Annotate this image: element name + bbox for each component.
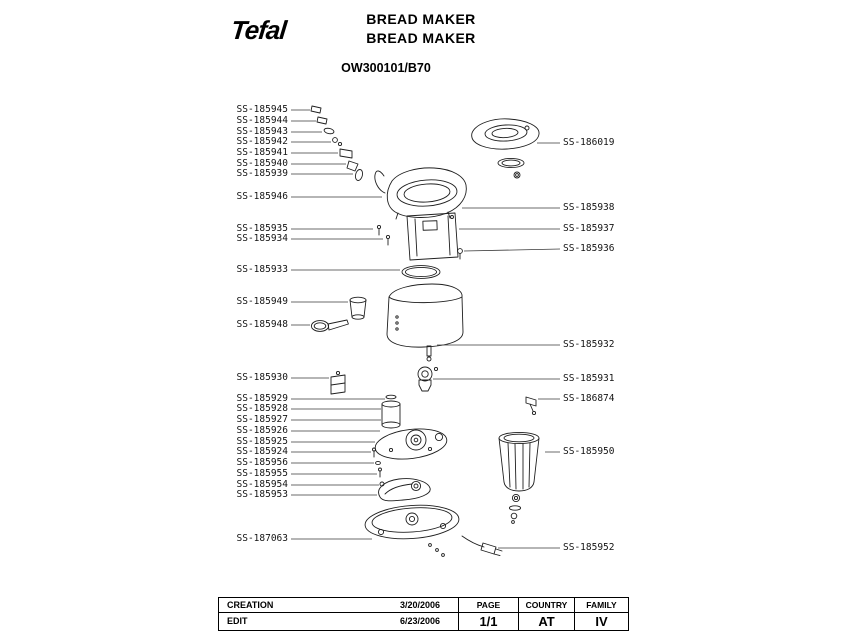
- creation-label: CREATION: [227, 600, 274, 610]
- page-header: PAGE: [459, 598, 518, 613]
- footer-page-column: PAGE 1/1: [458, 598, 518, 630]
- top-frame-drawing: [374, 167, 467, 220]
- title-line-2: BREAD MAKER: [366, 30, 476, 46]
- part-label-ss-185939: SS-185939: [236, 168, 288, 179]
- family-header: FAMILY: [575, 598, 628, 613]
- part-label-ss-185946: SS-185946: [236, 191, 288, 202]
- part-label-ss-185941: SS-185941: [236, 147, 288, 158]
- inner-body-drawing: [406, 212, 463, 261]
- spindle-drawing: [426, 345, 432, 362]
- base-plate-drawing: [364, 504, 460, 557]
- leader-lines: [291, 109, 561, 549]
- screws-drawing: [376, 224, 391, 246]
- family-value: IV: [595, 614, 608, 629]
- edit-label: EDIT: [227, 616, 248, 626]
- bracket-drawing: [330, 370, 346, 395]
- footer-country-column: COUNTRY AT: [518, 598, 574, 630]
- part-label-ss-185952: SS-185952: [563, 542, 615, 553]
- creation-date: 3/20/2006: [399, 600, 440, 610]
- measuring-spoon-drawing: [310, 319, 349, 332]
- edit-date: 6/23/2006: [399, 616, 440, 626]
- motor-mount-drawing: [374, 428, 448, 460]
- part-label-ss-185943: SS-185943: [236, 126, 288, 137]
- model-number: OW300101/B70: [341, 61, 431, 75]
- part-label-ss-185945: SS-185945: [236, 104, 288, 115]
- part-label-ss-185928: SS-185928: [236, 403, 288, 414]
- coupling-drawing: [417, 366, 439, 392]
- part-label-ss-185936: SS-185936: [563, 243, 615, 254]
- part-label-ss-185938: SS-185938: [563, 202, 615, 213]
- kneading-paddle-drawing: [378, 478, 431, 502]
- part-label-ss-185930: SS-185930: [236, 372, 288, 383]
- creation-row: CREATION 3/20/2006: [219, 598, 458, 613]
- chamber-housing-drawing: [386, 283, 464, 348]
- edit-row: EDIT 6/23/2006: [219, 613, 458, 629]
- part-label-ss-185927: SS-185927: [236, 414, 288, 425]
- clip-drawing: [525, 396, 537, 416]
- part-label-ss-185940: SS-185940: [236, 158, 288, 169]
- part-label-ss-185931: SS-185931: [563, 373, 615, 384]
- part-label-ss-185953: SS-185953: [236, 489, 288, 500]
- part-label-ss-185942: SS-185942: [236, 136, 288, 147]
- part-label-ss-187063: SS-187063: [236, 533, 288, 544]
- power-cord-drawing: [461, 535, 503, 557]
- part-label-ss-185956: SS-185956: [236, 457, 288, 468]
- title-line-1: BREAD MAKER: [366, 11, 476, 27]
- part-label-ss-185926: SS-185926: [236, 425, 288, 436]
- seal-ring-drawing: [401, 265, 441, 279]
- part-label-ss-185925: SS-185925: [236, 436, 288, 447]
- page-title: BREAD MAKER BREAD MAKER: [338, 10, 504, 48]
- part-label-ss-185932: SS-185932: [563, 339, 615, 350]
- footer-revision-column: CREATION 3/20/2006 EDIT 6/23/2006: [219, 598, 458, 630]
- part-label-ss-185955: SS-185955: [236, 468, 288, 479]
- part-label-ss-185933: SS-185933: [236, 264, 288, 275]
- shaft-cylinder-drawing: [381, 394, 401, 429]
- part-label-ss-186874: SS-186874: [563, 393, 615, 404]
- part-label-ss-185948: SS-185948: [236, 319, 288, 330]
- part-label-ss-185950: SS-185950: [563, 446, 615, 457]
- country-value: AT: [538, 614, 555, 629]
- part-label-ss-185944: SS-185944: [236, 115, 288, 126]
- page-value: 1/1: [479, 614, 498, 629]
- part-label-ss-186019: SS-186019: [563, 137, 615, 148]
- part-label-ss-185935: SS-185935: [236, 223, 288, 234]
- measuring-cup-drawing: [349, 296, 367, 320]
- country-header: COUNTRY: [519, 598, 574, 613]
- lid-assembly-drawing: [471, 118, 540, 179]
- part-label-ss-185949: SS-185949: [236, 296, 288, 307]
- footer-family-column: FAMILY IV: [574, 598, 628, 630]
- hinge-parts-drawing: [310, 105, 364, 181]
- footer-table: CREATION 3/20/2006 EDIT 6/23/2006 PAGE 1…: [218, 597, 629, 631]
- part-label-ss-185924: SS-185924: [236, 446, 288, 457]
- part-label-ss-185934: SS-185934: [236, 233, 288, 244]
- part-label-ss-185954: SS-185954: [236, 479, 288, 490]
- bread-pan-drawing: [498, 431, 540, 524]
- part-label-ss-185937: SS-185937: [563, 223, 615, 234]
- part-label-ss-185929: SS-185929: [236, 393, 288, 404]
